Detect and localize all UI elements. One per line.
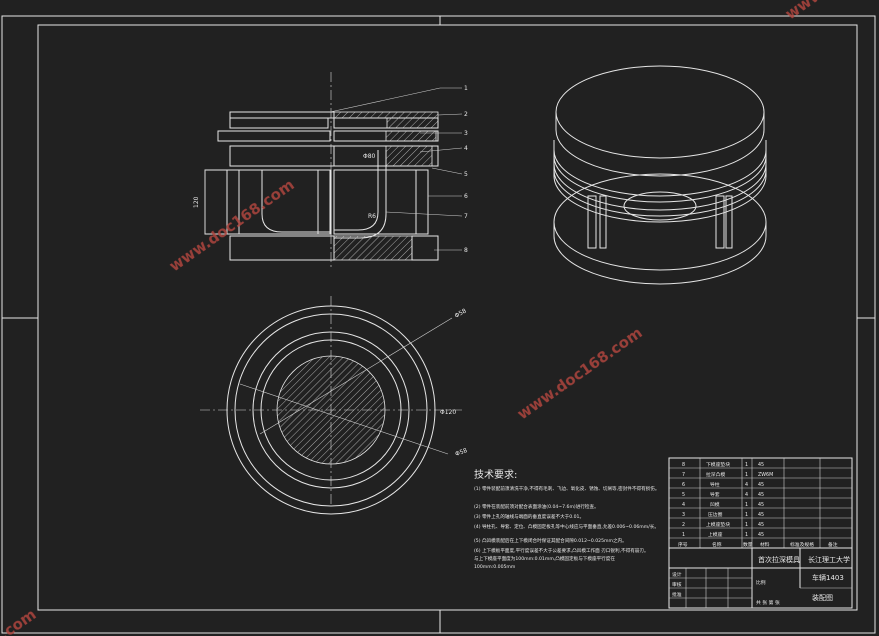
tech-title: 技术要求:: [474, 468, 517, 481]
leader-lines: [329, 87, 463, 251]
row-5-no: 5: [682, 492, 685, 498]
row-6-name: 导柱: [710, 481, 720, 488]
balloon-6: 6: [464, 193, 468, 200]
row-2-qty: 1: [745, 522, 748, 528]
row-3-no: 3: [682, 512, 685, 518]
row-5-name: 导套: [710, 491, 720, 498]
inner-border: [37, 24, 858, 611]
row-5-qty: 4: [745, 492, 748, 498]
row-8-qty: 1: [745, 462, 748, 468]
centering-marks: [2, 16, 875, 633]
balloon-4: 4: [464, 145, 468, 152]
balloon-3: 3: [464, 130, 468, 137]
dim-dia-bottom: Φ58: [454, 447, 468, 458]
watermark-4: .com: [0, 605, 39, 636]
header-std: 标准及规格: [790, 541, 814, 548]
tech-note-8: 100mm:0.005mm: [474, 564, 516, 570]
sheet-label: 共 张 第 张: [756, 599, 780, 606]
design-label: 设计: [672, 571, 682, 578]
row-3-material: 45: [758, 512, 764, 518]
section-view: 120 Φ80 R6: [193, 72, 439, 270]
row-6-qty: 4: [745, 482, 748, 488]
approve-label: 批准: [672, 591, 682, 598]
row-7-name: 拉深凸模: [706, 471, 725, 478]
dim-height: 120: [193, 196, 200, 208]
row-7-material: ZW6M: [758, 472, 773, 478]
tech-note-3: (3) 零件上孔的轴线与端面的垂直度误差不大于0.01。: [474, 513, 584, 520]
balloon-2: 2: [464, 111, 468, 118]
title-block: 8 下模座垫块 1 45 7 拉深凸模 1 ZW6M 6 导柱 4 45 5 导…: [668, 457, 853, 609]
tech-note-1: (1) 零件装配前须清洗干净,不得有毛刺、飞边、氧化皮、锈蚀、切屑等,密封件不得…: [474, 485, 659, 492]
balloon-5: 5: [464, 171, 468, 178]
plan-view: Φ120 Φ58 Φ58: [200, 296, 468, 515]
check-label: 审核: [672, 581, 682, 588]
header-no: 序号: [678, 541, 688, 548]
row-6-no: 6: [682, 482, 685, 488]
watermark-2: www.doc168.com: [514, 324, 646, 424]
row-1-qty: 1: [745, 532, 748, 538]
row-8-no: 8: [682, 462, 685, 468]
header-remark: 备注: [828, 541, 838, 548]
row-2-material: 45: [758, 522, 764, 528]
dim-radius: R6: [368, 213, 376, 220]
tech-note-7: 与上下模座平面度为100mm:0.01mm,凸模固定板与下模座平行度在: [474, 555, 615, 562]
row-2-name: 上模座垫块: [706, 521, 730, 528]
row-4-name: 凹模: [710, 501, 720, 508]
tech-note-6: (6) 上下模板平面度,平行度误差不大于公差要求,凸凹模工作面 刃口锐利,不得有…: [474, 547, 649, 554]
row-1-name: 上模座: [708, 531, 723, 538]
header-name: 名称: [712, 541, 722, 548]
header-qty: 数量: [743, 541, 753, 548]
row-8-name: 下模座垫块: [706, 461, 730, 468]
row-5-material: 45: [758, 492, 764, 498]
row-6-material: 45: [758, 482, 764, 488]
row-1-material: 45: [758, 532, 764, 538]
row-1-no: 1: [682, 532, 685, 538]
row-2-no: 2: [682, 522, 685, 528]
row-3-name: 压边圈: [708, 511, 723, 518]
dim-outer-dia: Φ120: [440, 409, 456, 416]
row-4-no: 4: [682, 502, 685, 508]
school-name: 长江理工大学: [808, 555, 850, 564]
tech-note-2: (2) 零件在装配前须对配合表面涂油(0.04~7.6m)进行检查。: [474, 503, 599, 510]
isometric-view: [553, 65, 767, 285]
outer-border: [1, 15, 876, 634]
row-7-qty: 1: [745, 472, 748, 478]
class-name: 车辆1403: [812, 573, 844, 582]
balloon-7: 7: [464, 213, 468, 220]
header-material: 材料: [760, 541, 770, 548]
balloon-8: 8: [464, 247, 468, 254]
scale-label: 比例: [756, 579, 766, 586]
row-4-material: 45: [758, 502, 764, 508]
row-7-no: 7: [682, 472, 685, 478]
row-8-material: 45: [758, 462, 764, 468]
drawing-type: 装配图: [812, 593, 833, 602]
drawing-name: 首次拉深模具: [758, 555, 800, 564]
balloon-1: 1: [464, 85, 468, 92]
tech-note-4: (4) 导柱孔、导套、定位、凸模固定板孔等中心线应与平面垂直,允差0.006~0…: [474, 523, 659, 530]
row-4-qty: 1: [745, 502, 748, 508]
tech-notes: 技术要求: (1) 零件装配前须清洗干净,不得有毛刺、飞边、氧化皮、锈蚀、切屑等…: [474, 468, 659, 570]
row-3-qty: 1: [745, 512, 748, 518]
tech-note-5: (5) 凸凹模装配后在上下模闭合时保证其配合间隙0.012~0.025mm之内。: [474, 537, 627, 544]
dim-inner-dia: Φ80: [363, 153, 376, 160]
watermark-3: www.doc168.com: [782, 0, 879, 23]
dim-dia-top: Φ58: [454, 307, 468, 319]
